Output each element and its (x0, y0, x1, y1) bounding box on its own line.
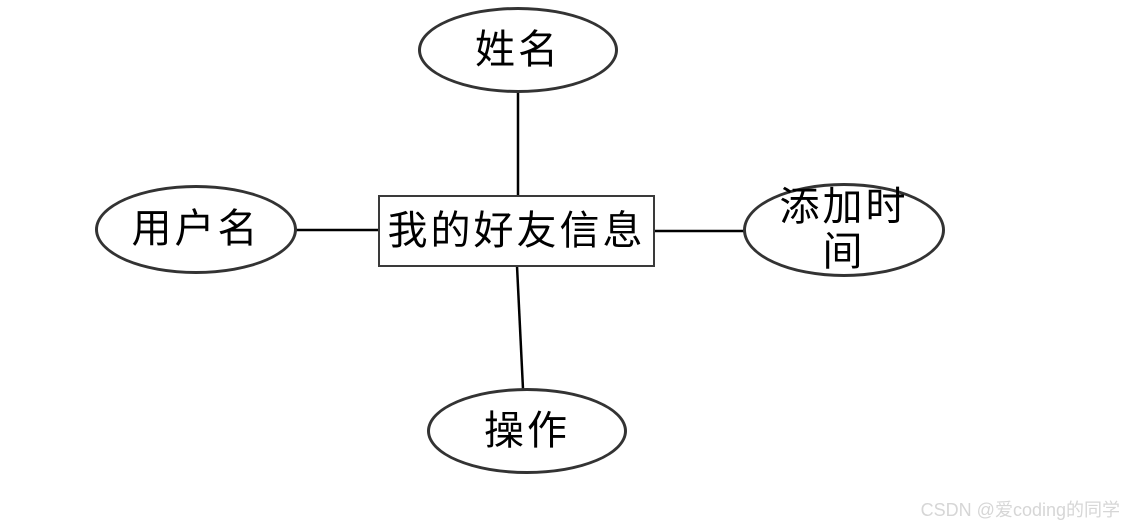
attribute-label: 添加时间 (779, 184, 909, 275)
attribute-label: 姓名 (475, 26, 561, 73)
entity-label: 我的好友信息 (387, 207, 646, 254)
attribute-node-name: 姓名 (418, 7, 618, 93)
attribute-node-username: 用户名 (95, 185, 297, 274)
attribute-label: 用户名 (131, 206, 261, 253)
attribute-node-operation: 操作 (427, 388, 627, 474)
connector-center-bottom (515, 265, 525, 390)
csdn-watermark: CSDN @爱coding的同学 (920, 500, 1120, 520)
attribute-label: 操作 (484, 407, 570, 454)
entity-node-my-friend-info: 我的好友信息 (378, 195, 655, 267)
attribute-node-add-time: 添加时间 (743, 183, 945, 277)
